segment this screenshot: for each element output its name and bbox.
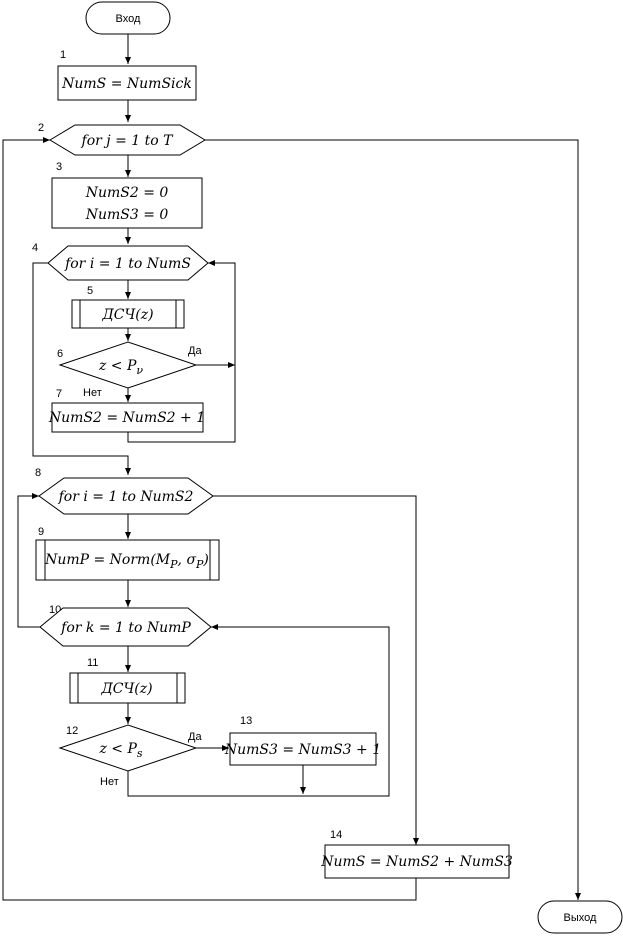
block-2-text: for j = 1 to T xyxy=(81,133,175,149)
block-10-loop: 10 for k = 1 to NumP xyxy=(39,604,212,647)
block-1-number: 1 xyxy=(60,49,66,61)
block-3-process: 3 NumS2 = 0 NumS3 = 0 xyxy=(51,161,203,229)
connector-12-loop-back xyxy=(127,624,390,797)
connector-8-exit xyxy=(213,495,419,845)
block-7-text: NumS2 = NumS2 + 1 xyxy=(48,410,205,426)
block-13-number: 13 xyxy=(240,715,252,727)
block-5-text: ДСЧ(z) xyxy=(101,307,153,323)
block-12-sub: s xyxy=(137,747,143,760)
block-6-number: 6 xyxy=(57,348,63,360)
block-3-line2: NumS3 = 0 xyxy=(85,207,169,223)
block-4-loop: 4 for i = 1 to NumS xyxy=(32,242,209,281)
block-9-mid: , σ xyxy=(178,552,197,568)
block-2-loop: 2 for j = 1 to T xyxy=(38,122,206,156)
block-10-text: for k = 1 to NumP xyxy=(60,620,191,636)
block-14-process: 14 NumS = NumS2 + NumS3 xyxy=(320,829,513,879)
block-1-process: 1 NumS = NumSick xyxy=(57,49,197,101)
block-9-subroutine: 9 NumP = Norm(MP, σP) xyxy=(35,526,220,581)
block-11-text: ДСЧ(z) xyxy=(100,681,152,697)
block-13-text: NumS3 = NumS3 + 1 xyxy=(224,742,381,758)
block-4-number: 4 xyxy=(32,242,38,254)
block-5-subroutine: 5 ДСЧ(z) xyxy=(71,285,185,329)
block-14-text: NumS = NumS2 + NumS3 xyxy=(320,854,513,870)
block-6-decision: 6 z < Pν Да Нет xyxy=(57,341,202,399)
block-13-process: 13 NumS3 = NumS3 + 1 xyxy=(224,715,381,766)
block-2-number: 2 xyxy=(38,122,44,134)
svg-text:NumP = Norm(MP, σP): NumP = Norm(MP, σP) xyxy=(44,552,209,571)
connector-10-exit xyxy=(17,493,40,628)
block-9-sub1: P xyxy=(169,558,178,571)
block-11-number: 11 xyxy=(87,657,98,669)
connector-7-loop-back xyxy=(127,260,236,443)
block-12-no-label: Нет xyxy=(100,776,119,788)
block-12-text: z < P xyxy=(98,741,137,757)
connector-2-exit xyxy=(205,139,581,900)
block-3-number: 3 xyxy=(56,161,62,173)
start-terminal-label: Вход xyxy=(116,13,141,25)
block-12-decision: 12 z < Ps Да Нет xyxy=(58,724,202,788)
end-terminal-label: Выход xyxy=(564,912,597,924)
block-6-text: z < P xyxy=(98,358,137,374)
block-12-number: 12 xyxy=(66,725,78,737)
block-1-text: NumS = NumSick xyxy=(61,76,192,92)
block-8-text: for i = 1 to NumS2 xyxy=(58,489,194,505)
block-6-sub: ν xyxy=(136,364,143,377)
connector-14-loop-back xyxy=(2,137,417,901)
svg-text:z < Pν: z < Pν xyxy=(98,358,143,377)
block-4-text: for i = 1 to NumS xyxy=(64,256,191,272)
block-11-subroutine: 11 ДСЧ(z) xyxy=(69,657,186,704)
block-8-loop: 8 for i = 1 to NumS2 xyxy=(35,467,214,515)
svg-text:z < Ps: z < Ps xyxy=(98,741,142,760)
start-terminal: Вход xyxy=(85,1,171,35)
connector-4-exit xyxy=(32,262,131,475)
block-7-process: 7 NumS2 = NumS2 + 1 xyxy=(48,388,205,433)
block-6-yes-label: Да xyxy=(188,345,202,357)
block-9-end: ) xyxy=(202,552,208,568)
block-14-number: 14 xyxy=(330,829,342,841)
block-8-number: 8 xyxy=(35,467,41,479)
block-6-no-label: Нет xyxy=(83,387,102,399)
block-9-text: NumP = Norm(M xyxy=(44,552,171,568)
block-7-number: 7 xyxy=(56,388,62,400)
block-9-sub2: P xyxy=(195,558,204,571)
end-terminal: Выход xyxy=(537,900,623,934)
block-9-number: 9 xyxy=(38,526,44,538)
block-5-number: 5 xyxy=(87,285,93,297)
block-12-yes-label: Да xyxy=(188,731,202,743)
block-3-line1: NumS2 = 0 xyxy=(85,185,169,201)
